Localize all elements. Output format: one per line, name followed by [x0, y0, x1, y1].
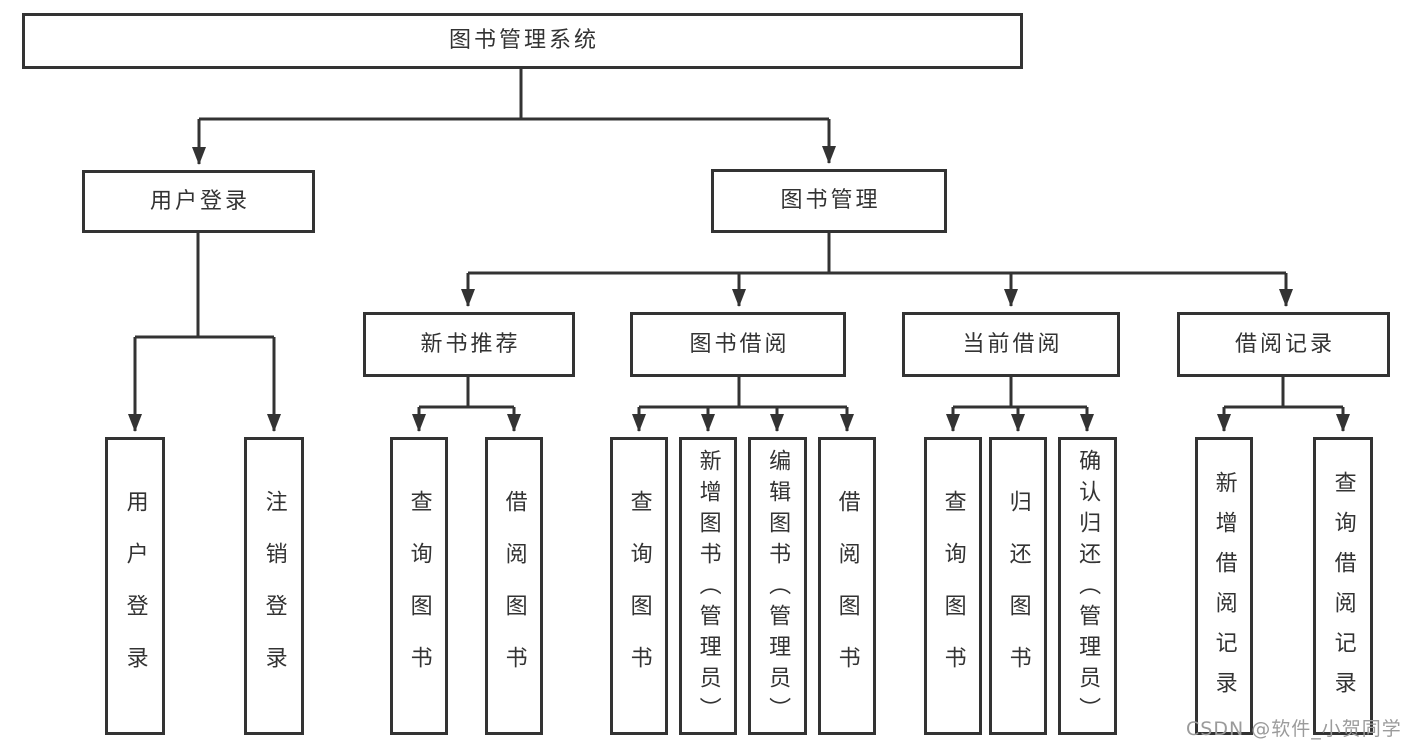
node-user-login-label: 用户登录	[149, 188, 250, 214]
leaf-current-query-books: 查询图书	[924, 437, 982, 735]
leaf-borrowing-borrow-books: 借阅图书	[818, 437, 876, 735]
connector-user-login-children	[128, 233, 281, 432]
leaf-add-borrow-record: 新增借阅记录	[1195, 437, 1253, 735]
node-borrow-records-label: 借阅记录	[1234, 331, 1335, 357]
leaf-edit-books-admin: 编辑图书（管理员）	[748, 437, 807, 735]
leaf-add-books-admin-label: 新增图书（管理员）	[695, 449, 721, 728]
watermark-text: CSDN @软件_小贺同学	[1186, 718, 1402, 740]
node-book-borrowing: 图书借阅	[630, 312, 846, 377]
node-current-borrowing-label: 当前借阅	[962, 331, 1063, 357]
node-user-login: 用户登录	[82, 170, 315, 233]
node-current-borrowing: 当前借阅	[902, 312, 1120, 377]
leaf-newbooks-query-books-label: 查询图书	[406, 489, 432, 698]
node-library-system: 图书管理系统	[22, 13, 1023, 69]
leaf-confirm-return-admin: 确认归还（管理员）	[1058, 437, 1117, 735]
leaf-return-books-label: 归还图书	[1005, 489, 1031, 698]
leaf-user-login-label: 用户登录	[122, 489, 148, 698]
node-book-management-label: 图书管理	[780, 188, 881, 214]
node-book-borrowing-label: 图书借阅	[689, 331, 790, 357]
leaf-newbooks-query-books: 查询图书	[390, 437, 448, 735]
node-borrow-records: 借阅记录	[1177, 312, 1390, 377]
leaf-query-borrow-record: 查询借阅记录	[1313, 437, 1373, 735]
leaf-borrowing-query-books: 查询图书	[610, 437, 668, 735]
leaf-borrowing-query-books-label: 查询图书	[626, 489, 652, 698]
leaf-borrowing-borrow-books-label: 借阅图书	[834, 489, 860, 698]
node-new-book-recommend: 新书推荐	[363, 312, 575, 377]
node-library-system-label: 图书管理系统	[448, 28, 599, 54]
connector-book-mgmt-children	[461, 233, 1293, 307]
leaf-confirm-return-admin-label: 确认归还（管理员）	[1075, 449, 1101, 728]
leaf-user-login: 用户登录	[105, 437, 165, 735]
connector-root-to-level2	[192, 68, 836, 165]
leaf-add-borrow-record-label: 新增借阅记录	[1211, 470, 1237, 711]
leaf-logout-label: 注销登录	[261, 489, 287, 698]
leaf-add-books-admin: 新增图书（管理员）	[679, 437, 737, 735]
leaf-query-borrow-record-label: 查询借阅记录	[1330, 470, 1356, 711]
leaf-edit-books-admin-label: 编辑图书（管理员）	[765, 449, 791, 728]
leaf-return-books: 归还图书	[989, 437, 1047, 735]
leaf-newbooks-borrow-books: 借阅图书	[485, 437, 543, 735]
leaf-current-query-books-label: 查询图书	[940, 489, 966, 698]
connector-new-books-children	[412, 377, 521, 432]
leaf-logout: 注销登录	[244, 437, 304, 735]
connector-borrow-records-children	[1217, 377, 1350, 432]
leaf-newbooks-borrow-books-label: 借阅图书	[501, 489, 527, 698]
node-new-book-recommend-label: 新书推荐	[420, 331, 521, 357]
connector-book-borrow-children	[632, 377, 854, 432]
connector-current-borrow-children	[946, 377, 1094, 432]
node-book-management: 图书管理	[711, 169, 947, 233]
